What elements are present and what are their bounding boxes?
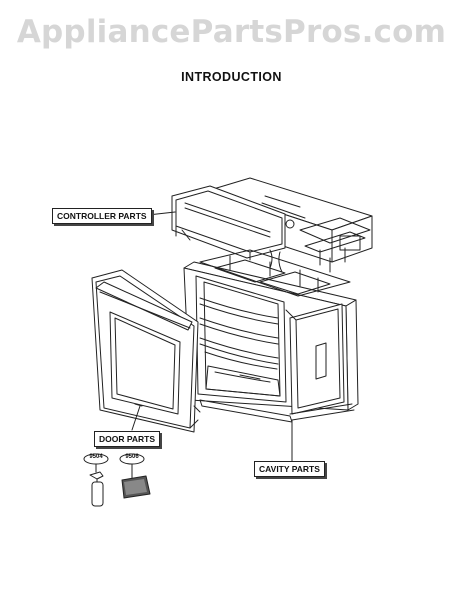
site-watermark: AppliancePartsPros.com [16,14,447,50]
door-parts-label[interactable]: DOOR PARTS [94,431,161,447]
accessory-cleaner [83,453,109,507]
page-title: INTRODUCTION [181,70,282,84]
accessory-scrubber [119,453,151,499]
controller-leader-line [147,211,176,216]
door-assembly [91,269,201,433]
cavity-parts-label[interactable]: CAVITY PARTS [254,461,325,477]
door-leader-line [131,405,141,431]
part-number-9504: 9504 [89,454,103,460]
controller-parts-label[interactable]: CONTROLLER PARTS [52,208,152,224]
part-number-9506: 9506 [125,454,139,460]
cavity-assembly [183,249,359,423]
controller-assembly [171,177,373,273]
